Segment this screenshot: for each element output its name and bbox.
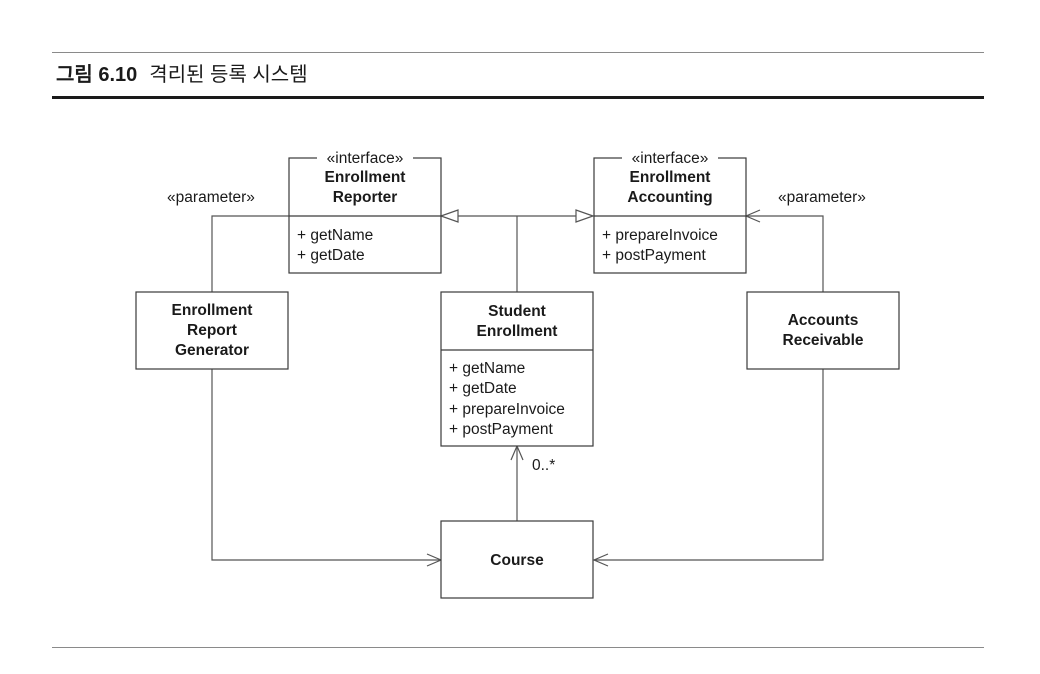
course-class: Course: [440, 520, 594, 599]
class-name-line: Receivable: [783, 332, 864, 349]
class-name-line: Enrollment: [630, 169, 711, 186]
parameter-label-left: «parameter»: [167, 189, 255, 206]
arrowhead-course-right: [592, 553, 609, 567]
association-generator-course: [211, 369, 441, 561]
figure-title: 격리된 등록 시스템: [149, 64, 308, 86]
figure-number: 그림 6.10: [56, 64, 138, 86]
realization-arrowhead-reporter: [439, 209, 459, 223]
method-item: + postPayment: [602, 247, 707, 264]
class-name-line: Student: [488, 303, 546, 320]
accounts-receivable-class: Accounts Receivable: [746, 291, 900, 370]
class-name-line: Reporter: [333, 189, 398, 206]
class-name-line: Enrollment: [172, 302, 253, 319]
multiplicity-label: 0..*: [532, 457, 555, 474]
enrollment-reporter-class: «interface» Enrollment Reporter + getNam…: [288, 150, 442, 274]
stereotype-label: «interface»: [632, 150, 709, 167]
caption-rule: [52, 96, 984, 99]
class-name-line: Enrollment: [477, 323, 558, 340]
parameter-label-right: «parameter»: [778, 189, 866, 206]
method-item: + getDate: [449, 380, 517, 397]
method-item: + postPayment: [449, 421, 554, 438]
realization-arrowhead-accounting: [575, 209, 595, 223]
method-item: + getName: [449, 360, 525, 377]
method-item: + getDate: [297, 247, 365, 264]
method-item: + prepareInvoice: [602, 227, 718, 244]
student-enrollment-class: Student Enrollment + getName + getDate +…: [440, 291, 594, 447]
enrollment-accounting-class: «interface» Enrollment Accounting + prep…: [593, 150, 747, 274]
method-item: + getName: [297, 227, 373, 244]
method-item: + prepareInvoice: [449, 401, 565, 418]
class-name-line: Enrollment: [325, 169, 406, 186]
stereotype-label: «interface»: [327, 150, 404, 167]
class-name-line: Report: [187, 322, 237, 339]
class-name-line: Accounting: [627, 189, 712, 206]
parameter-link-accounting: [746, 215, 824, 292]
class-name: Course: [490, 552, 544, 569]
figure-caption: 그림 6.10 격리된 등록 시스템: [56, 62, 308, 88]
class-name-line: Accounts: [788, 312, 859, 329]
top-rule: [52, 52, 984, 53]
enrollment-report-generator-class: Enrollment Report Generator: [135, 291, 289, 370]
class-name-line: Generator: [175, 342, 249, 359]
bottom-rule: [52, 647, 984, 648]
association-receivable-course: [594, 369, 824, 561]
